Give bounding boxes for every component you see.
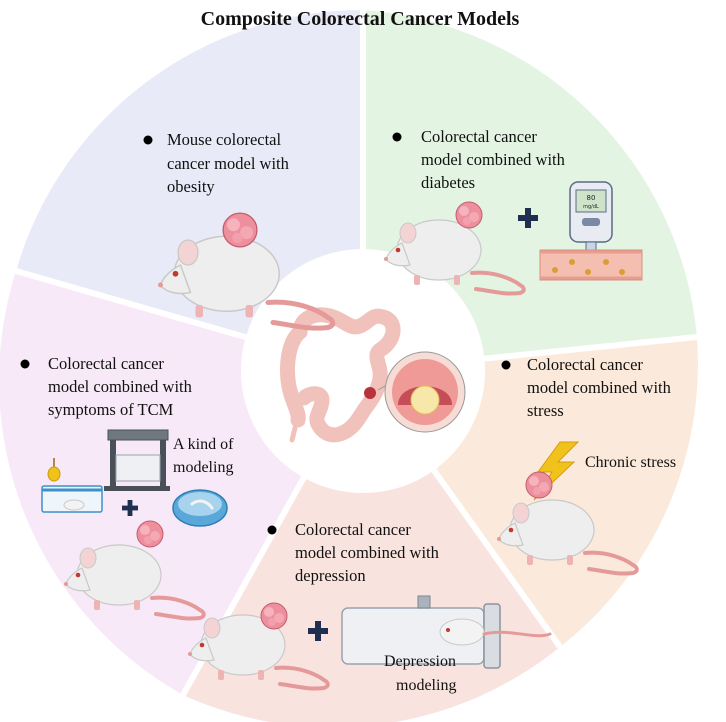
bullet-icon [20, 359, 30, 369]
bullet-icon [267, 525, 277, 535]
bullet-icon [392, 132, 402, 142]
colon-illustration [280, 307, 466, 443]
kind-of-modeling-label: A kind of modeling [173, 436, 237, 476]
depression-modeling-label: Depression modeling [384, 653, 460, 694]
restraint-tube-icon [341, 595, 552, 669]
modeling-apparatus-icon [104, 429, 170, 491]
water-dish-icon [172, 489, 228, 527]
cage-icon [41, 485, 103, 513]
segment-diabetes [363, 10, 697, 371]
page-title: Composite Colorectal Cancer Models [201, 8, 520, 30]
segment-label-diabetes: Colorectal cancer model combined with di… [421, 127, 569, 192]
glucometer-icon: 80 mg/dL [569, 181, 613, 251]
lamp-icon [47, 458, 61, 482]
svg-text:80: 80 [587, 194, 596, 202]
svg-text:mg/dL: mg/dL [583, 204, 599, 210]
chronic-stress-label: Chronic stress [585, 454, 676, 471]
segment-label-stress: Colorectal cancer model combined with st… [527, 355, 675, 420]
blood-vessel-icon [539, 249, 643, 281]
segment-label-obesity: Mouse colorectal cancer model with obesi… [167, 130, 293, 196]
bullet-icon [501, 360, 511, 370]
bullet-icon [143, 135, 153, 145]
segment-label-depression: Colorectal cancer model combined with de… [295, 520, 443, 585]
segment-label-tcm: Colorectal cancer model combined with sy… [48, 354, 196, 419]
